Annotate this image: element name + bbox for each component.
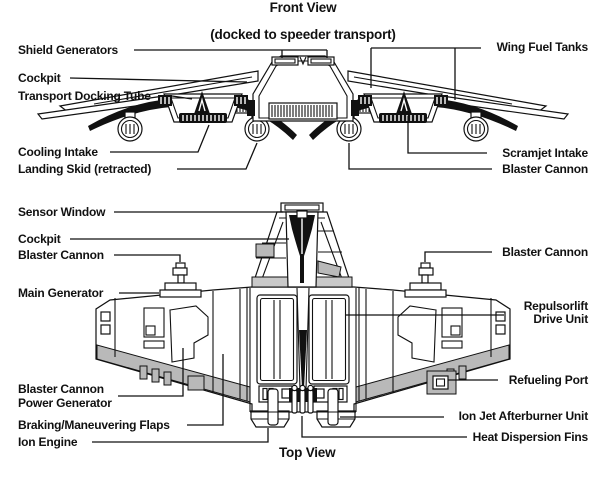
label-repulsorlift-line2: Drive Unit — [533, 312, 588, 326]
label-scramjet-intake: Scramjet Intake — [502, 146, 588, 160]
label-braking-flaps: Braking/Maneuvering Flaps — [18, 418, 170, 432]
front-view-title: Front View — [269, 0, 337, 15]
label-refueling-port: Refueling Port — [508, 373, 588, 387]
fuselage-nose — [251, 202, 353, 288]
top-view-title: Top View — [279, 445, 336, 460]
label-ion-engine: Ion Engine — [18, 435, 78, 449]
label-wing-fuel-tanks: Wing Fuel Tanks — [496, 40, 589, 54]
top-view-drawing — [95, 202, 511, 428]
top-view-left-half — [96, 262, 298, 428]
label-blaster-cannon-top-right: Blaster Cannon — [502, 245, 588, 259]
label-repulsorlift-line1: Repulsorlift — [523, 299, 588, 313]
label-sensor-window: Sensor Window — [18, 205, 106, 219]
front-view-drawing — [36, 55, 569, 142]
center-channel — [289, 287, 317, 414]
label-landing-skid: Landing Skid (retracted) — [18, 162, 152, 176]
main-generator-pedestal — [164, 282, 197, 291]
shield-generator-plate — [271, 56, 299, 66]
label-heat-dispersion-fins: Heat Dispersion Fins — [472, 430, 589, 444]
transport-body — [247, 55, 359, 122]
label-transport-docking-tube: Transport Docking Tube — [18, 89, 151, 103]
label-blaster-cannon-front: Blaster Cannon — [502, 162, 588, 176]
label-ion-jet-afterburner: Ion Jet Afterburner Unit — [458, 409, 589, 423]
label-cooling-intake: Cooling Intake — [18, 145, 98, 159]
leader-lines — [69, 47, 504, 443]
label-cockpit-front: Cockpit — [18, 71, 61, 85]
transport-grill — [268, 102, 338, 120]
label-power-generator-line1: Blaster Cannon — [18, 382, 104, 396]
label-cockpit-top: Cockpit — [18, 232, 61, 246]
blaster-cannon-turret — [159, 262, 202, 298]
label-main-generator: Main Generator — [18, 286, 104, 300]
label-shield-generators: Shield Generators — [18, 43, 118, 57]
refueling-port — [426, 370, 457, 395]
label-power-generator-line2: Power Generator — [18, 396, 112, 410]
repulsorlift-bay — [256, 294, 298, 385]
shield-generator-plate — [307, 56, 335, 66]
front-view-subtitle: (docked to speeder transport) — [210, 27, 396, 42]
label-blaster-cannon-top-left: Blaster Cannon — [18, 248, 104, 262]
ion-engine-bar — [267, 388, 279, 426]
